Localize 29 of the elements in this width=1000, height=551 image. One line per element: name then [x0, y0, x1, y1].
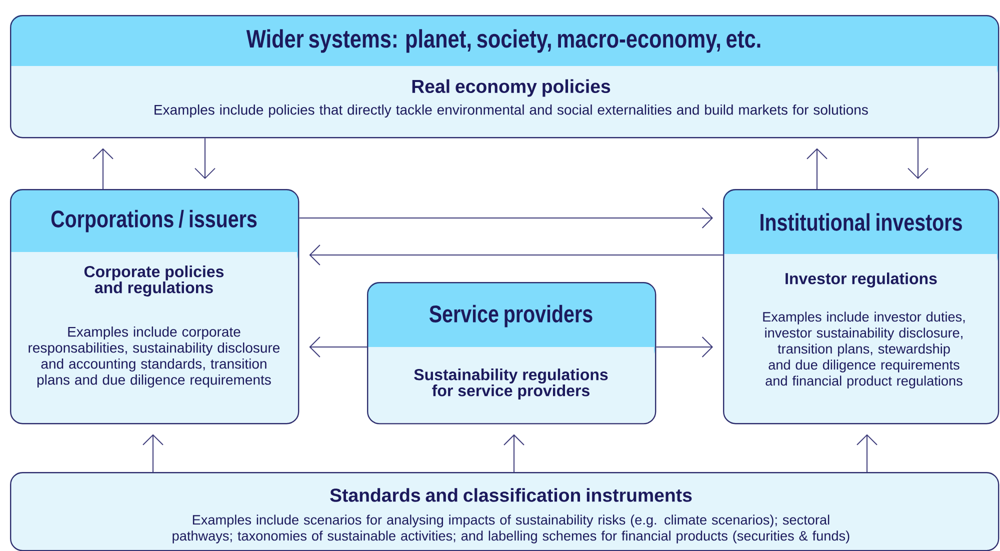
box-subheading: Corporate policies and regulations — [84, 266, 224, 296]
arrow — [309, 244, 724, 266]
actor-box — [10, 189, 300, 424]
arrow — [908, 138, 928, 179]
arrow — [298, 208, 713, 228]
arrow — [194, 138, 216, 179]
arrow — [142, 434, 164, 472]
box-heading: Service providers — [430, 304, 592, 328]
arrow — [92, 148, 114, 190]
arrow — [806, 148, 828, 190]
description-text: Examples include corporate responsabilities, sustainability disclosure and accounting standards, transition plans and due diligence requirements — [28, 326, 280, 388]
box-subheading: Sustainability regulations for service providers — [414, 368, 608, 400]
actor-box — [10, 472, 1000, 551]
arrow — [656, 336, 713, 358]
description-text: Examples include policies that directly tackle environmental and social externalities and build markets for solutions — [154, 104, 868, 118]
arrow — [309, 336, 368, 358]
actor-box — [10, 15, 1000, 138]
box-subheading: Standards and classification instruments — [330, 488, 692, 502]
box-subheading: Investor regulations — [786, 272, 937, 288]
description-text: Examples include scenarios for analysing impacts of sustainability risks (e.g. climate scenarios); sectoral pathways; taxonomies of sustainable activities; and labelling schemes for financial products (securities & funds) — [172, 514, 850, 544]
box-subheading: Real economy policies — [412, 79, 610, 97]
box-heading: Corporations / issuers — [51, 210, 257, 232]
description-text: Examples include investor duties, investor sustainability disclosure, transition plans, stewardship and due diligence requirements and financial product regulations — [763, 312, 965, 388]
box-heading: Wider systems: planet, society, macro-economy, etc. — [246, 29, 760, 53]
actor-box — [723, 189, 1000, 424]
arrow — [856, 434, 878, 472]
arrow — [504, 434, 524, 472]
box-heading: Institutional investors — [760, 213, 962, 231]
actor-box — [367, 282, 656, 424]
